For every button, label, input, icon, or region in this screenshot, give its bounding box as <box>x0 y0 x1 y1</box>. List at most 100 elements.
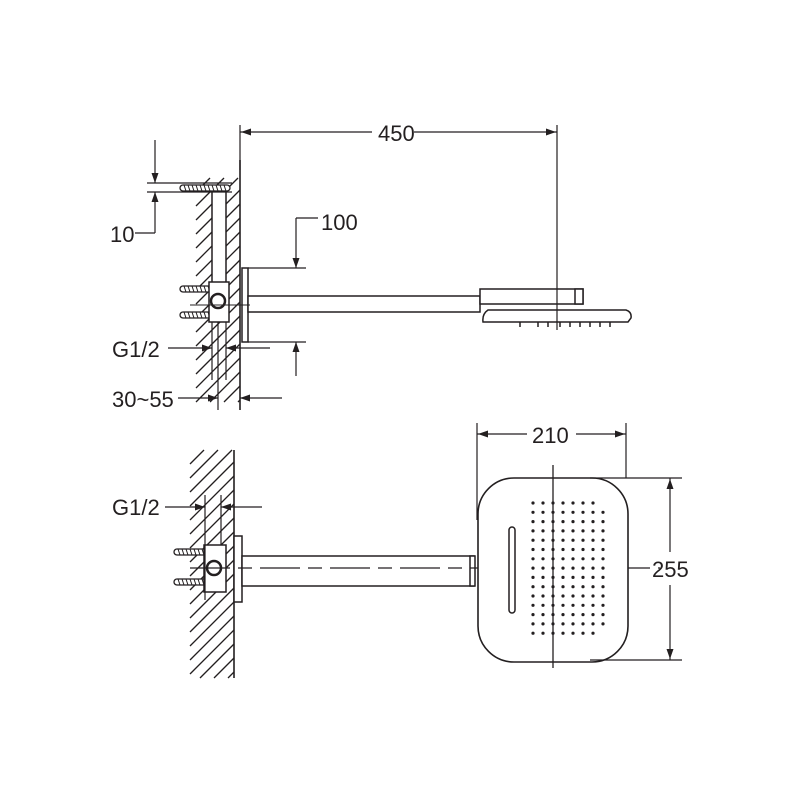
spray-nozzle-dot <box>591 575 595 580</box>
spray-nozzle-dot <box>531 529 535 533</box>
spray-nozzle-dot <box>591 538 595 542</box>
lower-bolt-side-thread <box>191 311 195 319</box>
lower-bolt-front-thread <box>181 578 185 586</box>
drawing-geometry <box>135 125 682 679</box>
spray-nozzle-dot <box>601 585 605 589</box>
spray-nozzle-dot <box>601 622 605 626</box>
spray-nozzle-dot <box>541 510 545 514</box>
lower-bolt-side-thread <box>195 311 199 319</box>
spray-nozzle-dot <box>561 603 565 607</box>
spray-nozzle-dot <box>581 613 585 617</box>
spray-nozzle-dot <box>601 520 605 524</box>
spray-nozzle-dot <box>601 613 605 617</box>
lower-bolt-side-thread <box>203 311 207 319</box>
dim-flange-100: 100 <box>321 210 358 235</box>
spray-nozzle-dot <box>581 538 585 542</box>
wall-hatch-front <box>189 489 235 535</box>
spray-nozzle-dot <box>571 585 575 589</box>
spray-nozzle-dot <box>531 585 535 589</box>
wall-hatch-front <box>189 615 235 661</box>
lower-bolt-front-thread <box>189 578 193 586</box>
wall-hatch-front <box>189 449 233 493</box>
upper-bolt-front-thread <box>181 548 185 556</box>
arrowhead <box>240 394 250 402</box>
spray-nozzle-dot <box>561 631 565 635</box>
spray-nozzle-dot <box>561 529 565 533</box>
spray-nozzle-dot <box>541 594 545 598</box>
spray-nozzle-dot <box>591 585 595 589</box>
spray-nozzle-dot <box>541 622 545 626</box>
wall-hatch-front <box>189 461 235 507</box>
upper-bolt-front-thread <box>189 548 193 556</box>
shower-arm-front <box>241 555 475 587</box>
top-bolt-side-thread <box>199 184 203 192</box>
spray-nozzle-dot <box>581 501 585 505</box>
spray-nozzle-dot <box>531 575 535 580</box>
spray-nozzle-dot <box>541 501 545 505</box>
spray-nozzle-dot <box>531 622 535 626</box>
top-bolt-side-thread <box>195 184 199 192</box>
spray-nozzle-dot <box>601 603 605 607</box>
arrowhead <box>241 128 251 136</box>
lower-bolt-side-thread <box>199 311 203 319</box>
spray-nozzle-dot <box>571 613 575 617</box>
spray-nozzle-dot <box>581 622 585 626</box>
upper-bolt-front-thread <box>185 548 189 556</box>
spray-nozzle-dot <box>531 510 535 514</box>
spray-nozzle-dot <box>571 520 575 524</box>
dim-head-width-210: 210 <box>532 423 569 448</box>
spray-nozzle-dot <box>541 585 545 589</box>
spray-nozzle-dot <box>531 547 535 552</box>
arrowhead <box>151 192 159 202</box>
spray-nozzle-dot <box>561 510 565 514</box>
lower-bolt-front-thread <box>193 578 197 586</box>
wall-hatch-front <box>189 475 235 521</box>
spray-nozzle-dot <box>591 501 595 505</box>
spray-nozzle-dot <box>561 557 565 561</box>
spray-nozzle-dot <box>561 547 565 552</box>
spray-nozzle-dot <box>531 631 535 635</box>
wall-hatch-front <box>189 503 235 549</box>
top-bolt-side-thread <box>207 184 211 192</box>
spray-nozzle-dot <box>541 613 545 617</box>
spray-nozzle-dot <box>581 594 585 598</box>
spray-nozzle-dot <box>581 575 585 580</box>
arrowhead <box>195 503 205 511</box>
arrowhead <box>151 173 159 183</box>
spray-nozzle-dot <box>601 510 605 514</box>
spray-nozzle-dot <box>571 594 575 598</box>
spray-nozzle-dot <box>601 529 605 533</box>
spray-nozzle-dot <box>591 631 595 635</box>
arm-joint-front <box>469 555 476 587</box>
spray-nozzle-dot <box>571 538 575 542</box>
spray-nozzle-dot <box>591 566 595 570</box>
spray-nozzle-dot <box>561 594 565 598</box>
spray-nozzle-dot <box>591 603 595 607</box>
upper-bolt-side-thread <box>187 285 191 293</box>
lower-bolt-side-thread <box>187 311 191 319</box>
spray-nozzle-dot <box>541 520 545 524</box>
top-bolt-side-thread <box>183 184 187 192</box>
spray-nozzle-dot <box>591 520 595 524</box>
spray-nozzle-dot <box>561 566 565 570</box>
arrowhead <box>615 430 625 438</box>
spray-nozzle-dot <box>601 547 605 552</box>
wall-hatch-side <box>223 385 241 403</box>
spray-nozzle-dot <box>591 529 595 533</box>
spray-nozzle-dot <box>561 520 565 524</box>
wall-hatch-front <box>189 601 235 647</box>
arrowhead <box>226 344 236 352</box>
arrowhead <box>666 479 674 489</box>
dim-wall-depth: 30~55 <box>112 387 174 412</box>
spray-nozzle-dot <box>571 566 575 570</box>
wall-hatch-front <box>227 671 235 679</box>
spray-nozzle-dot <box>531 557 535 561</box>
arrowhead <box>221 503 231 511</box>
spray-nozzle-dot <box>541 529 545 533</box>
dim-head-height-255: 255 <box>652 557 689 582</box>
spray-nozzle-dot <box>531 603 535 607</box>
spray-nozzle-dot <box>531 520 535 524</box>
spray-nozzle-dot <box>581 520 585 524</box>
upper-bolt-front-thread <box>193 548 197 556</box>
